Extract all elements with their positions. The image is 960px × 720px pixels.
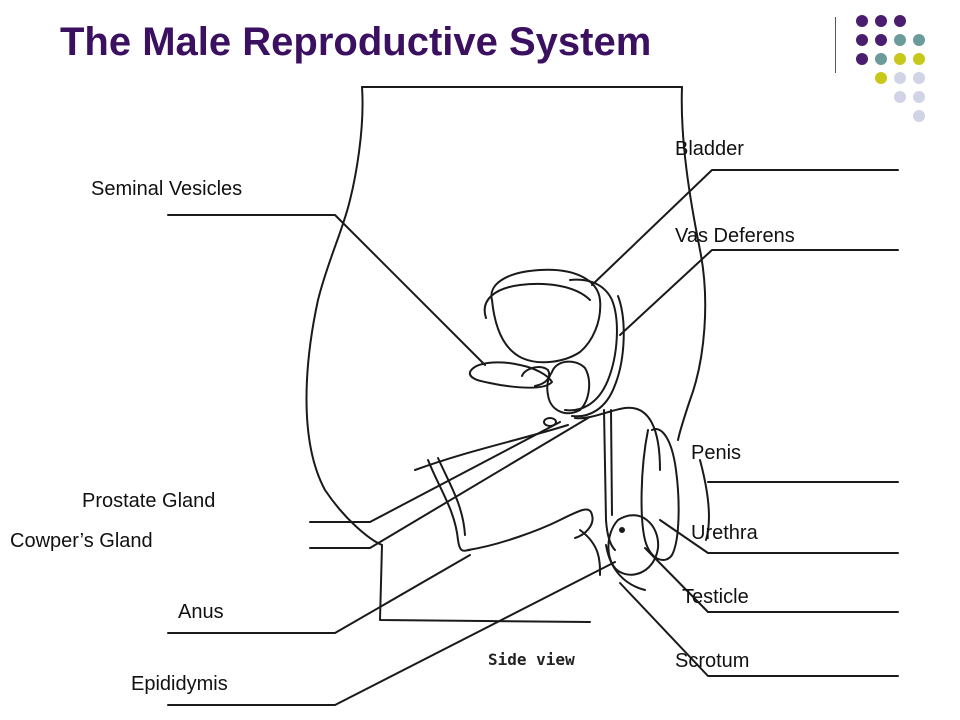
leader-lines (167, 169, 899, 706)
bladder-shape (483, 268, 602, 364)
body-outline (305, 86, 707, 623)
label-penis: Penis (691, 442, 742, 464)
label-urethra: Urethra (691, 522, 758, 544)
label-prostate-gland: Prostate Gland (82, 490, 216, 512)
diagram-caption: Side view (488, 650, 575, 669)
vas-deferens-duct (564, 278, 661, 551)
label-scrotum: Scrotum (675, 650, 750, 672)
label-vas-deferens: Vas Deferens (675, 225, 795, 247)
label-bladder: Bladder (675, 138, 744, 160)
penis-shape (640, 428, 710, 561)
slide-title: The Male Reproductive System (60, 20, 652, 64)
prostate-shape (543, 360, 591, 427)
label-epididymis: Epididymis (131, 673, 228, 695)
label-anus: Anus (178, 601, 224, 623)
label-seminal-vesicles: Seminal Vesicles (91, 178, 243, 200)
label-cowpers-gland: Cowper’s Gland (10, 530, 153, 552)
leg-thigh-outline (414, 424, 594, 552)
testicle-shape (605, 514, 660, 591)
label-testicle: Testicle (682, 586, 749, 608)
seminal-vesicle-shape (468, 361, 553, 389)
title-divider (835, 17, 836, 73)
